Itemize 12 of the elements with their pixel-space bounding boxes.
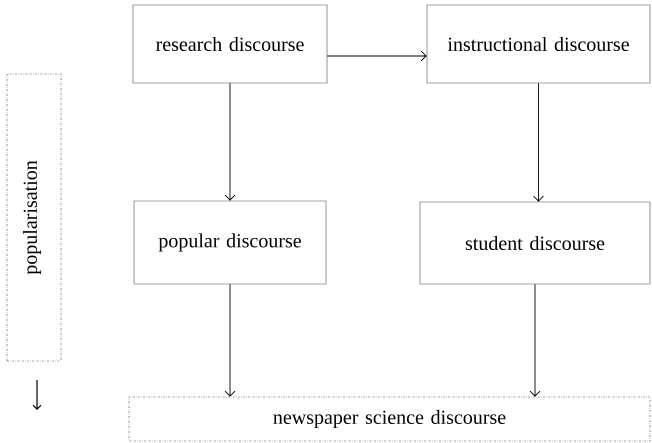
process-box: research discourse [132, 4, 328, 84]
process-box: instructional discourse [426, 4, 650, 84]
process-box: student discourse [420, 202, 650, 284]
arrow [326, 50, 427, 62]
arrow [224, 82, 236, 201]
arrow [224, 284, 236, 397]
result-box: newspaper science discourse [128, 396, 650, 442]
arrow [533, 82, 544, 202]
label-box [6, 74, 62, 362]
rotated-text: popularisation [22, 160, 42, 274]
arrow [530, 284, 540, 397]
process-box: popular discourse [134, 200, 326, 284]
